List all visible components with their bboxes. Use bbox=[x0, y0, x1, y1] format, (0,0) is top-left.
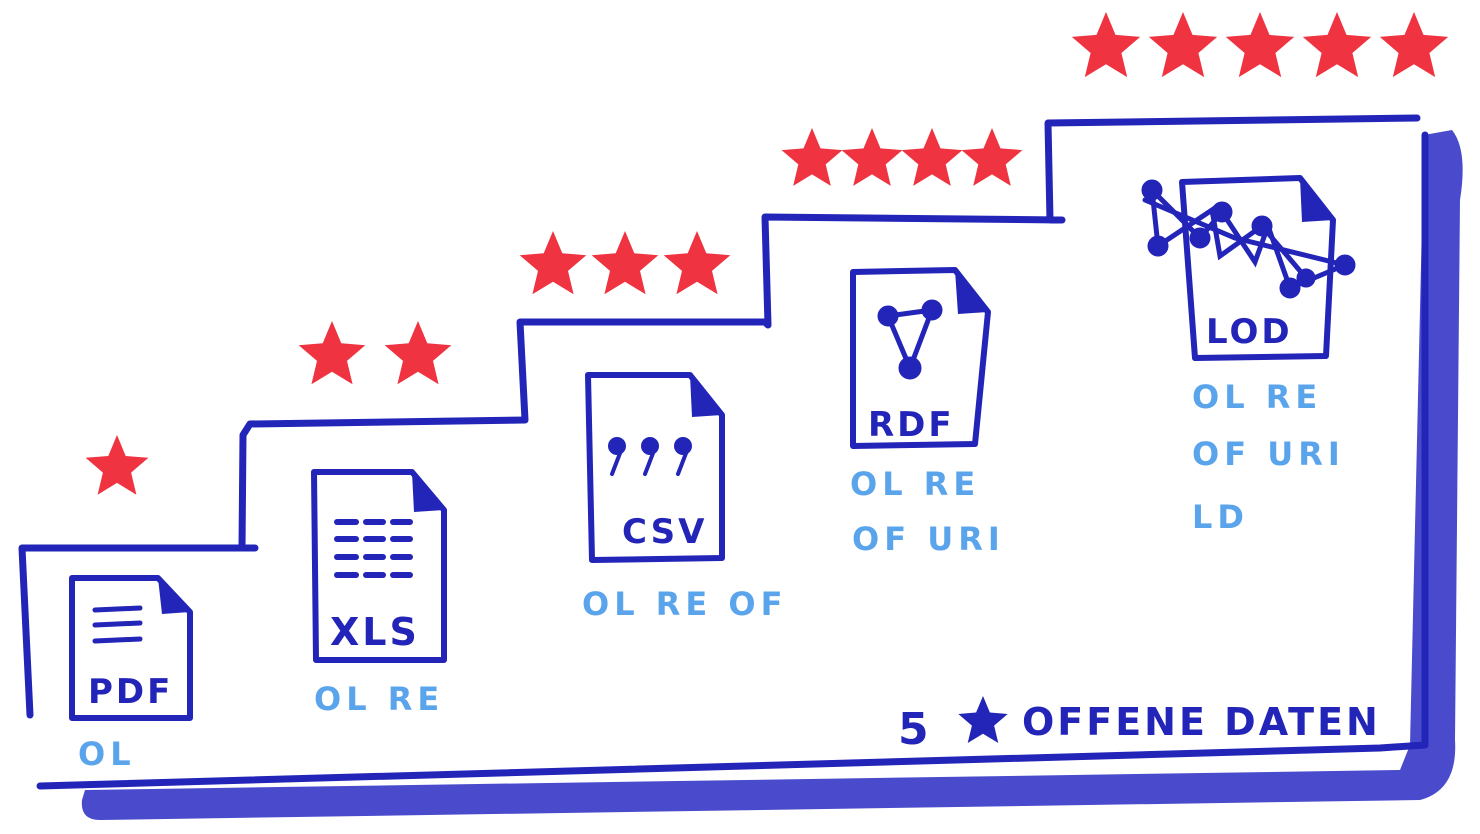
tag-line: OL bbox=[78, 735, 136, 773]
title-star-icon bbox=[958, 696, 1008, 743]
star-icon bbox=[1071, 12, 1141, 78]
level-4: RDF OL RE OF URI bbox=[781, 128, 1023, 558]
doc-csv: CSV bbox=[585, 372, 725, 563]
star-icon bbox=[1225, 12, 1295, 78]
star-icon bbox=[1148, 12, 1218, 78]
star-icon bbox=[1379, 12, 1449, 78]
star-group-1 bbox=[85, 435, 149, 495]
star-group-2 bbox=[298, 321, 452, 385]
doc-pdf: PDF bbox=[69, 575, 193, 721]
document-outline bbox=[585, 372, 725, 563]
doc-xls: XLS bbox=[311, 469, 447, 663]
level-1: PDF OL bbox=[69, 435, 193, 773]
title-text: OFFENE DATEN bbox=[1022, 700, 1381, 744]
level-3: CSV OL RE OF bbox=[519, 231, 787, 623]
star-icon bbox=[519, 231, 587, 295]
rdf-graph-icon bbox=[877, 299, 943, 380]
doc-label-lod: LOD bbox=[1206, 312, 1293, 352]
tag-line: OF URI bbox=[852, 520, 1005, 558]
star-icon bbox=[781, 128, 843, 186]
star-icon bbox=[961, 128, 1023, 186]
document-corner-fold bbox=[690, 375, 722, 417]
diagram-title: 5 OFFENE DATEN bbox=[898, 696, 1381, 755]
star-group-5 bbox=[1071, 12, 1449, 78]
doc-label-pdf: PDF bbox=[88, 672, 173, 712]
tag-line: LD bbox=[1192, 498, 1249, 536]
tag-line: OL RE bbox=[1192, 378, 1322, 416]
tag-line: OF URI bbox=[1192, 435, 1345, 473]
linked-data-network-icon bbox=[1141, 179, 1356, 299]
star-icon bbox=[663, 231, 731, 295]
star-icon bbox=[1302, 12, 1372, 78]
star-icon bbox=[841, 128, 903, 186]
star-icon bbox=[591, 231, 659, 295]
staircase-outline bbox=[18, 114, 1429, 790]
doc-label-csv: CSV bbox=[622, 512, 707, 552]
doc-lod: LOD bbox=[1141, 175, 1356, 361]
level-5: LOD OL RE OF URI LD bbox=[1071, 12, 1449, 536]
title-number: 5 bbox=[898, 704, 932, 755]
doc-label-xls: XLS bbox=[330, 610, 420, 654]
tag-line: OL RE bbox=[314, 680, 444, 718]
document-outline bbox=[1179, 175, 1336, 361]
star-group-4 bbox=[781, 128, 1023, 186]
star-icon bbox=[958, 696, 1008, 743]
document-corner-fold bbox=[412, 472, 444, 512]
star-icon bbox=[298, 321, 366, 385]
text-lines-icon bbox=[92, 605, 143, 644]
commas-icon bbox=[608, 437, 692, 476]
table-icon bbox=[334, 519, 413, 578]
document-corner-fold bbox=[1300, 178, 1333, 222]
doc-rdf: RDF bbox=[850, 267, 991, 449]
doc-label-rdf: RDF bbox=[868, 405, 955, 445]
star-icon bbox=[901, 128, 963, 186]
level-2: XLS OL RE bbox=[298, 321, 452, 718]
document-outline bbox=[69, 575, 193, 721]
tag-line: OL RE OF bbox=[582, 585, 787, 623]
star-group-3 bbox=[519, 231, 731, 295]
document-corner-fold bbox=[955, 270, 988, 314]
document-corner-fold bbox=[158, 578, 190, 614]
tag-line: OL RE bbox=[850, 465, 980, 503]
star-icon bbox=[384, 321, 452, 385]
star-icon bbox=[85, 435, 149, 495]
